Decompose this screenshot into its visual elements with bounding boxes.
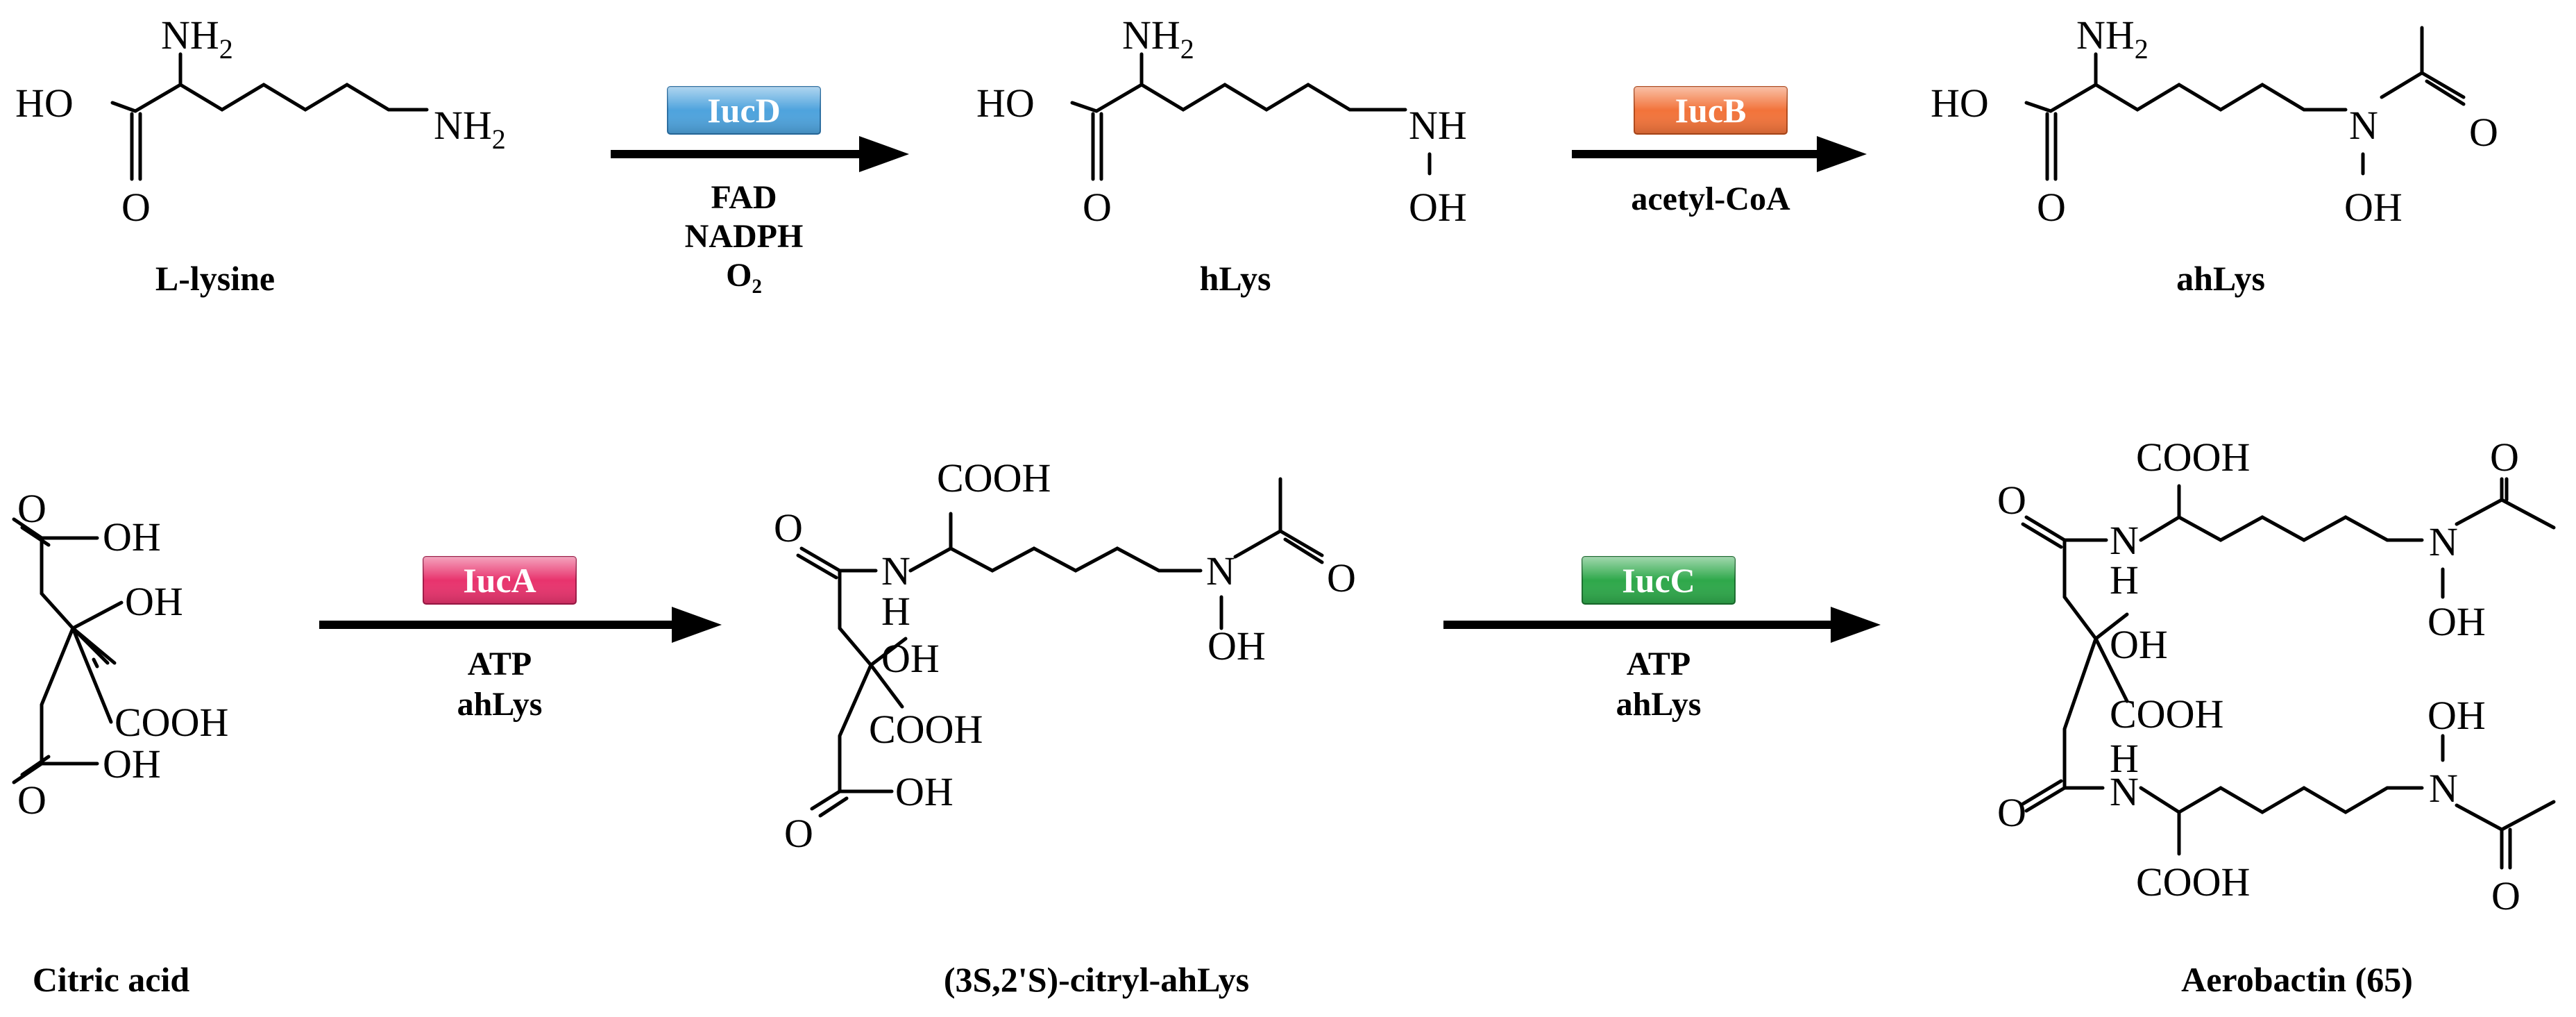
aerobactin-cooh-center-label: COOH bbox=[2110, 691, 2223, 737]
citric-o-top-label: O bbox=[17, 486, 46, 531]
citryl-n-hydroxamate-label: N bbox=[1206, 548, 1235, 594]
aerobactin-oh-center-label: OH bbox=[2110, 622, 2168, 667]
enzyme-label-iucc: IucC bbox=[1622, 561, 1695, 600]
aerobactin-structure: O N H COOH N O OH OH COOH H N O COOH OH … bbox=[1997, 435, 2556, 918]
hlys-nh-label: NH bbox=[1409, 103, 1467, 148]
subscript-2: 2 bbox=[1180, 33, 1194, 65]
aerobactin-n-hydroxamate-top-label: N bbox=[2429, 519, 2458, 564]
compound-name-lysine: L-lysine bbox=[155, 259, 275, 298]
aerobactin-oh-hydroxamate-bottom-label: OH bbox=[2427, 693, 2486, 738]
citryl-carbonyl-o-label: O bbox=[1327, 555, 1356, 600]
lysine-ho-label: HO bbox=[15, 81, 74, 126]
enzyme-badge-iuca: IucA bbox=[423, 556, 577, 605]
citryl-cooh-top-label: COOH bbox=[937, 455, 1051, 501]
condition-ahlys: ahLys bbox=[1616, 686, 1702, 723]
subscript-2: 2 bbox=[2135, 33, 2149, 65]
reaction-arrow-step1 bbox=[611, 136, 909, 172]
enzyme-label-iucd: IucD bbox=[707, 91, 781, 130]
enzyme-badge-iucb: IucB bbox=[1634, 86, 1788, 135]
hlys-nh2-label: NH bbox=[1122, 12, 1180, 58]
citric-oh-bottom-label: OH bbox=[103, 741, 161, 787]
compound-name-hlys: hLys bbox=[1200, 259, 1271, 298]
condition-ahlys: ahLys bbox=[457, 686, 543, 723]
reaction-arrow-step3 bbox=[319, 607, 722, 643]
hlys-structure: NH2 HO O NH OH bbox=[976, 12, 1467, 230]
citryl-n-label: N bbox=[881, 548, 910, 594]
hlys-ho-label: HO bbox=[976, 81, 1035, 126]
citric-cooh-label: COOH bbox=[115, 700, 228, 745]
condition-fad: FAD bbox=[711, 179, 777, 216]
svg-text:NH2: NH2 bbox=[161, 12, 233, 65]
reaction-arrow-step2 bbox=[1572, 136, 1867, 172]
aerobactin-cooh-bottom-label: COOH bbox=[2136, 859, 2250, 905]
aerobactin-o-bottom-label: O bbox=[1997, 790, 2026, 835]
aerobactin-n-bottom-label: N bbox=[2110, 769, 2139, 814]
aerobactin-carbonyl-o-bottom-label: O bbox=[2491, 873, 2520, 918]
ahlys-o-label: O bbox=[2037, 185, 2066, 230]
reaction-arrow-step4 bbox=[1443, 607, 1881, 643]
ahlys-nh2-label: NH bbox=[2076, 12, 2135, 58]
citryl-cooh-center-label: COOH bbox=[869, 707, 983, 752]
enzyme-label-iucb: IucB bbox=[1675, 91, 1747, 130]
lysine-o-label: O bbox=[121, 185, 151, 230]
enzyme-badge-iucc: IucC bbox=[1582, 556, 1736, 605]
citryl-o-label: O bbox=[774, 505, 803, 550]
citryl-oh-center-label: OH bbox=[881, 636, 940, 681]
ahlys-oh-label: OH bbox=[2344, 185, 2403, 230]
subscript-2: 2 bbox=[492, 124, 506, 155]
compound-name-citryl-ahlys: (3S,2'S)-citryl-ahLys bbox=[944, 960, 1249, 999]
condition-nadph: NADPH bbox=[685, 218, 804, 255]
enzyme-badge-iucd: IucD bbox=[667, 86, 821, 135]
aerobactin-o-top-label: O bbox=[1997, 478, 2026, 523]
citric-acid-structure: O OH OH COOH OH O bbox=[12, 486, 228, 823]
compound-name-aerobactin: Aerobactin (65) bbox=[2181, 960, 2413, 999]
enzyme-label-iuca: IucA bbox=[463, 561, 536, 600]
citryl-oh-bottom-label: OH bbox=[895, 769, 954, 814]
subscript-2: 2 bbox=[219, 33, 233, 65]
compound-name-citric-acid: Citric acid bbox=[33, 960, 190, 999]
condition-atp: ATP bbox=[468, 646, 532, 682]
ahlys-carbonyl-o-label: O bbox=[2469, 110, 2498, 155]
lysine-terminal-nh2-label: NH bbox=[434, 103, 492, 148]
condition-atp: ATP bbox=[1627, 646, 1690, 682]
citryl-o-bottom-label: O bbox=[784, 811, 813, 856]
condition-o2: O₂ bbox=[726, 257, 762, 294]
aerobactin-h-top-label: H bbox=[2110, 557, 2139, 603]
condition-acetyl-coa: acetyl-CoA bbox=[1631, 180, 1790, 217]
svg-text:NH2: NH2 bbox=[434, 103, 506, 155]
aerobactin-n-hydroxamate-bottom-label: N bbox=[2429, 766, 2458, 811]
citric-oh-top-label: OH bbox=[103, 514, 161, 560]
aerobactin-cooh-top-label: COOH bbox=[2136, 435, 2250, 480]
ahlys-n-label: N bbox=[2349, 103, 2378, 148]
citric-oh-center-label: OH bbox=[125, 579, 183, 624]
citryl-ahlys-structure: O N H COOH N O OH OH COOH OH O bbox=[774, 455, 1356, 856]
hlys-o-label: O bbox=[1083, 185, 1112, 230]
citryl-oh-hydroxamate-label: OH bbox=[1208, 623, 1266, 669]
svg-text:NH2: NH2 bbox=[1122, 12, 1194, 65]
citric-o-bottom-label: O bbox=[17, 778, 46, 823]
aerobactin-carbonyl-o-top-label: O bbox=[2490, 435, 2519, 480]
svg-text:NH2: NH2 bbox=[2076, 12, 2149, 65]
lysine-nh2-label: NH bbox=[161, 12, 219, 58]
citryl-h-label: H bbox=[881, 589, 910, 634]
compound-name-ahlys: ahLys bbox=[2176, 259, 2265, 298]
aerobactin-oh-hydroxamate-top-label: OH bbox=[2427, 599, 2486, 644]
hlys-oh-label: OH bbox=[1409, 185, 1467, 230]
ahlys-ho-label: HO bbox=[1931, 81, 1989, 126]
aerobactin-n-top-label: N bbox=[2110, 518, 2139, 563]
ahlys-structure: NH2 HO O N O OH bbox=[1931, 12, 2498, 230]
lysine-structure: NH2 HO O NH2 bbox=[15, 12, 506, 230]
aerobactin-h-bottom-label: H bbox=[2110, 736, 2139, 781]
